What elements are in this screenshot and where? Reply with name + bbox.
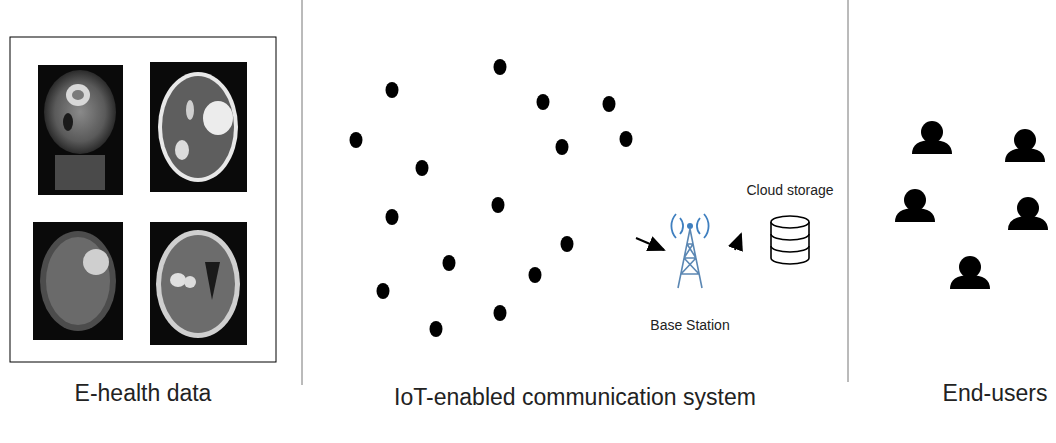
separator-line: [848, 0, 849, 382]
mri-image: [150, 62, 247, 192]
node-label: Cloud storage: [743, 182, 837, 198]
uplink-arrow: [636, 238, 664, 250]
panel-caption: IoT-enabled communication system: [394, 384, 756, 411]
mri-image: [33, 222, 123, 340]
node-label: Base Station: [647, 317, 733, 333]
base-station-icon: [670, 212, 710, 296]
panel-caption: E-health data: [75, 380, 212, 407]
image-panel: [10, 37, 276, 362]
sensor-dots: [350, 59, 633, 337]
data-arrow: [735, 234, 741, 250]
mri-image: [38, 65, 123, 195]
base-station: Base Station: [647, 212, 733, 337]
cloud-storage: Cloud storage: [743, 182, 837, 268]
user-icons: [895, 121, 1048, 289]
cloud-storage-icon: [769, 214, 811, 270]
panel-caption: End-users: [943, 380, 1048, 407]
mri-image: [150, 222, 247, 345]
separator-line: [302, 0, 303, 385]
